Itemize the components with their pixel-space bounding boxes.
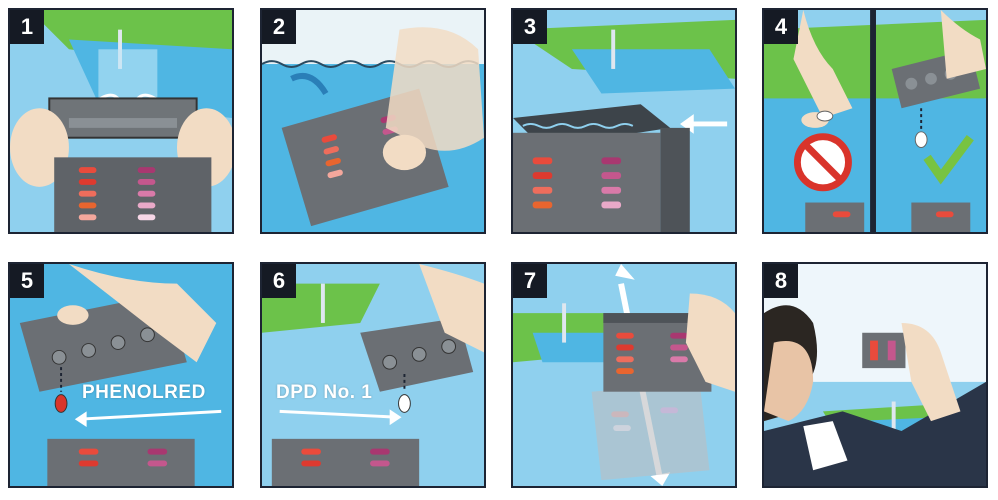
checkmark-icon [923,135,974,185]
step-5-panel: 5 PHENOLRED [8,262,234,488]
step-8-number: 8 [764,264,798,298]
step-3-panel: 3 [511,8,737,234]
step-8-panel: 8 [762,262,988,488]
step-4-panel: 4 [762,8,988,234]
prohibited-icon [793,133,852,192]
step-2-illustration [262,10,484,232]
step-1-illustration [10,10,232,232]
step-4-number: 4 [764,10,798,44]
step-4-illustration [764,10,986,232]
dpd-no-1-label: DPD No. 1 [276,382,373,403]
step-3-number: 3 [513,10,547,44]
step-6-number: 6 [262,264,296,298]
arrow-icon [78,409,222,421]
step-3-illustration [513,10,735,232]
phenol-red-label: PHENOLRED [82,382,206,403]
step-1-panel: 1 [8,8,234,234]
step-7-panel: 7 [511,262,737,488]
step-5-illustration [10,264,232,486]
step-8-illustration [764,264,986,486]
step-1-number: 1 [10,10,44,44]
step-2-panel: 2 [260,8,486,234]
step-7-illustration [513,264,735,486]
arrow-icon [290,73,329,96]
step-6-panel: 6 DPD No. 1 [260,262,486,488]
arrow-icon [279,409,398,419]
step-2-number: 2 [262,10,296,44]
step-7-number: 7 [513,264,547,298]
step-5-number: 5 [10,264,44,298]
step-6-illustration [262,264,484,486]
